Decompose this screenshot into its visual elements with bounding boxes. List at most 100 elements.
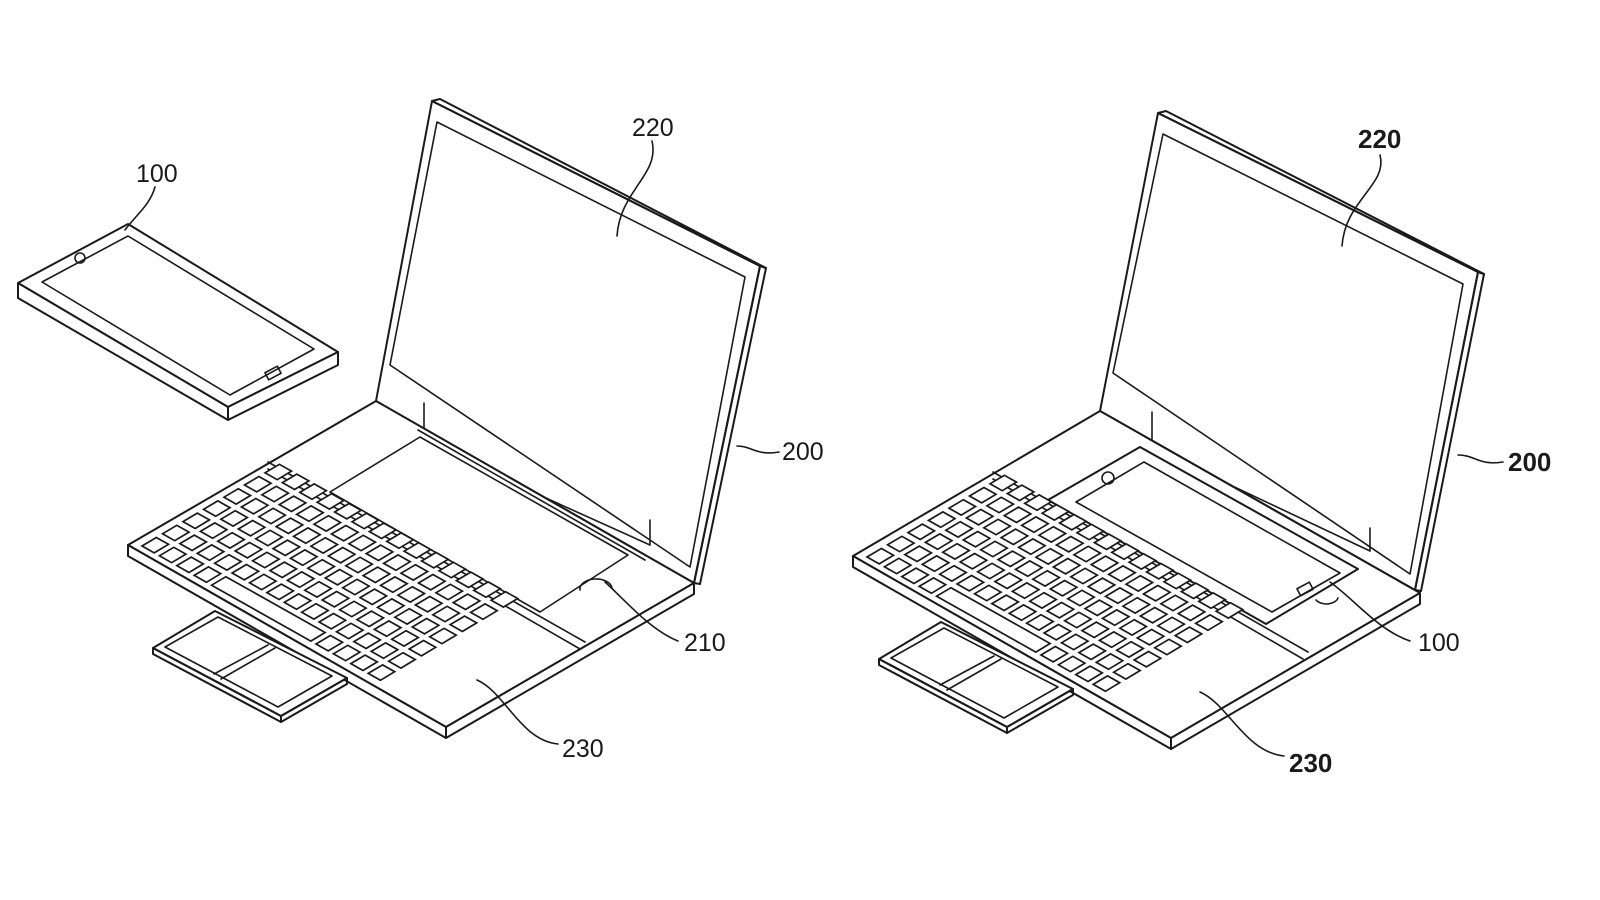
keyboard-key bbox=[1115, 640, 1145, 659]
keyboard-key bbox=[209, 575, 327, 643]
label-screen-220: 220 bbox=[632, 114, 674, 142]
keyboard-key bbox=[1005, 484, 1036, 502]
keyboard-key bbox=[1092, 533, 1123, 551]
keyboard-key bbox=[178, 534, 209, 552]
keyboard-key bbox=[350, 512, 381, 530]
keyboard-key bbox=[315, 492, 346, 511]
keyboard-key bbox=[288, 548, 319, 567]
keyboard-key bbox=[1194, 613, 1224, 632]
keyboard-key bbox=[958, 552, 989, 570]
keyboard-key bbox=[920, 554, 951, 573]
keyboard-key bbox=[298, 482, 328, 501]
keyboard-key bbox=[242, 475, 273, 493]
keyboard-key bbox=[358, 588, 389, 606]
keyboard-key bbox=[885, 535, 916, 553]
laptop-lid bbox=[1099, 110, 1485, 592]
keyboard-key bbox=[402, 541, 433, 560]
keyboard-key bbox=[295, 504, 325, 523]
docked-phone-home-button bbox=[1296, 581, 1314, 597]
keyboard-key bbox=[375, 597, 406, 616]
keyboard-key bbox=[219, 509, 250, 528]
keyboard-key bbox=[254, 529, 284, 547]
keyboard-key bbox=[975, 562, 1006, 580]
phone-device bbox=[17, 223, 339, 421]
phone-camera-icon bbox=[74, 252, 86, 264]
keyboard-key bbox=[250, 551, 281, 569]
laptop-lid bbox=[375, 98, 767, 585]
keyboard-key bbox=[1025, 613, 1055, 632]
label-docked-phone-100: 100 bbox=[1418, 629, 1460, 657]
keyboard-key bbox=[1156, 616, 1186, 634]
keyboard-key bbox=[1144, 562, 1175, 580]
keyboard-key bbox=[903, 545, 934, 563]
keyboard bbox=[865, 474, 1245, 693]
keyboard-key bbox=[410, 617, 441, 635]
keyboard-key bbox=[1118, 618, 1149, 637]
keyboard-key bbox=[1197, 591, 1227, 610]
keyboard-key bbox=[1124, 574, 1155, 593]
keyboard-key bbox=[257, 507, 287, 525]
keyboard-key bbox=[1020, 515, 1050, 534]
leader-230 bbox=[1199, 691, 1285, 757]
keyboard-key bbox=[993, 572, 1024, 590]
docked-phone-camera-icon bbox=[1101, 471, 1115, 485]
keyboard-key bbox=[1062, 611, 1093, 629]
keyboard-key bbox=[201, 499, 232, 518]
keyboard-key bbox=[369, 641, 400, 660]
keyboard-key bbox=[944, 520, 975, 539]
leader-230 bbox=[476, 679, 559, 745]
keyboard-key bbox=[192, 565, 223, 584]
leader-100 bbox=[1329, 581, 1411, 642]
keyboard-key bbox=[1132, 650, 1163, 668]
keyboard-key bbox=[1135, 628, 1166, 646]
keyboard-key bbox=[1069, 567, 1099, 585]
keyboard-key bbox=[341, 578, 371, 596]
keyboard-key bbox=[988, 474, 1019, 492]
keyboard-key bbox=[216, 531, 246, 550]
keyboard-key bbox=[1016, 537, 1047, 556]
keyboard-key bbox=[434, 583, 465, 601]
keyboard-key bbox=[1214, 601, 1245, 620]
keyboard-key bbox=[972, 584, 1003, 602]
keyboard-key bbox=[1121, 596, 1152, 615]
keyboard-key bbox=[181, 512, 212, 530]
keyboard-key bbox=[961, 530, 992, 548]
keyboard-key bbox=[1051, 557, 1082, 575]
keyboard-key bbox=[1107, 564, 1137, 583]
keyboard-key bbox=[268, 561, 299, 579]
keyboard-key bbox=[355, 610, 386, 628]
leader-200 bbox=[1457, 454, 1504, 464]
keyboard-key bbox=[982, 518, 1012, 536]
label-keyboard-230: 230 bbox=[1289, 748, 1332, 778]
keyboard-key bbox=[271, 539, 302, 557]
keyboard-key bbox=[334, 622, 365, 640]
keyboard-key bbox=[1138, 606, 1169, 624]
keyboard-key bbox=[326, 546, 357, 564]
keyboard-key bbox=[1097, 630, 1128, 649]
keyboard-key bbox=[472, 580, 502, 599]
keyboard-key bbox=[233, 541, 264, 559]
keyboard-key bbox=[239, 497, 270, 515]
keyboard-key bbox=[385, 531, 415, 550]
keyboard-key bbox=[1040, 503, 1071, 522]
keyboard-key bbox=[428, 627, 458, 645]
keyboard-key bbox=[1023, 493, 1053, 512]
keyboard-key bbox=[277, 495, 308, 513]
keyboard-key bbox=[314, 634, 345, 652]
keyboard-key bbox=[1048, 579, 1079, 597]
keyboard-key bbox=[1141, 584, 1172, 602]
label-screen-220: 220 bbox=[1358, 124, 1401, 154]
keyboard-key bbox=[1007, 603, 1038, 622]
keyboard-key bbox=[291, 526, 322, 545]
keyboard-key bbox=[332, 502, 363, 520]
keyboard-key bbox=[1159, 594, 1190, 612]
keyboard-key bbox=[230, 563, 261, 581]
keyboard-key bbox=[320, 590, 351, 608]
keyboard-key bbox=[378, 575, 409, 594]
keyboard-key bbox=[285, 570, 316, 589]
keyboard-key bbox=[160, 524, 191, 542]
keyboard-key bbox=[312, 514, 343, 533]
left-figure: 100 220 200 210 230 bbox=[17, 98, 824, 763]
keyboard-key bbox=[938, 564, 968, 583]
